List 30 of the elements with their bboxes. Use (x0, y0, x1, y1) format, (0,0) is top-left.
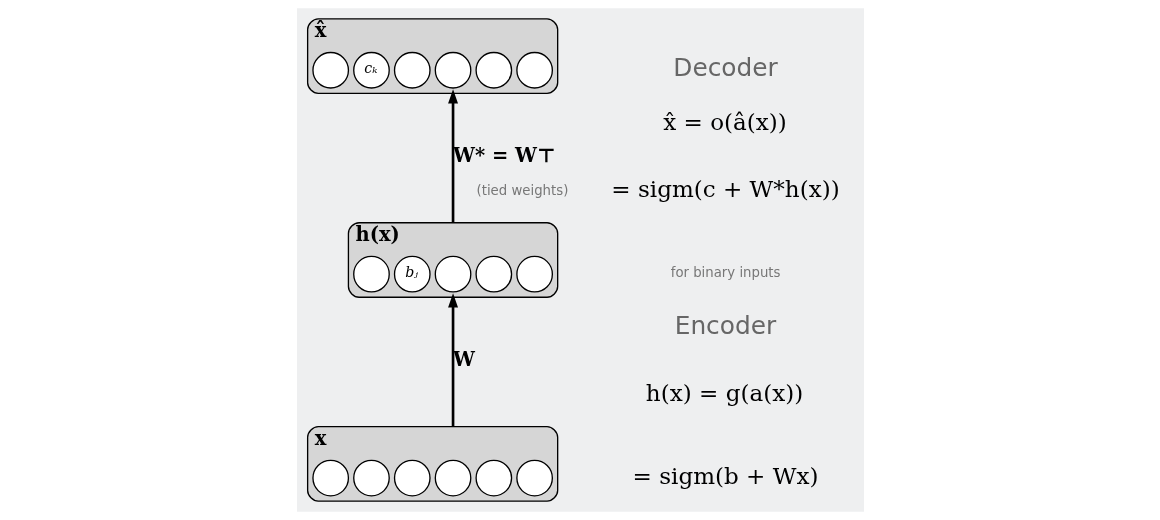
node-circle (311, 51, 349, 89)
node-circle: cₖ (352, 51, 390, 89)
node-circle (474, 255, 512, 293)
node-circle (352, 459, 390, 497)
node-circle (474, 51, 512, 89)
arrow (447, 89, 458, 223)
node-circle (515, 459, 553, 497)
cluster: x (306, 426, 558, 502)
edge-label: W* = W⊤ (452, 144, 556, 168)
label: Encoder (674, 311, 776, 341)
label: = sigm(c + W*h(x)) (610, 176, 840, 203)
arrow (447, 293, 458, 427)
node-circle: bⱼ (393, 255, 431, 293)
node-circle (352, 255, 390, 293)
label: (tied weights) (476, 182, 568, 198)
edge-label: W (452, 348, 475, 372)
node-circle (434, 255, 471, 293)
node-circle (515, 255, 553, 293)
node-circle (393, 51, 431, 89)
node-circle (474, 459, 512, 497)
label: for binary inputs (670, 265, 781, 281)
node-circle (434, 51, 471, 89)
label: Decoder (672, 53, 778, 83)
node-circle (515, 51, 553, 89)
label: h(x) = g(a(x)) (645, 380, 803, 407)
node-circle (434, 459, 471, 497)
label: = sigm(b + Wx) (632, 462, 818, 489)
node-circle (311, 459, 349, 497)
label: x̂ = o(â(x)) (662, 108, 787, 135)
node-circle (393, 459, 431, 497)
